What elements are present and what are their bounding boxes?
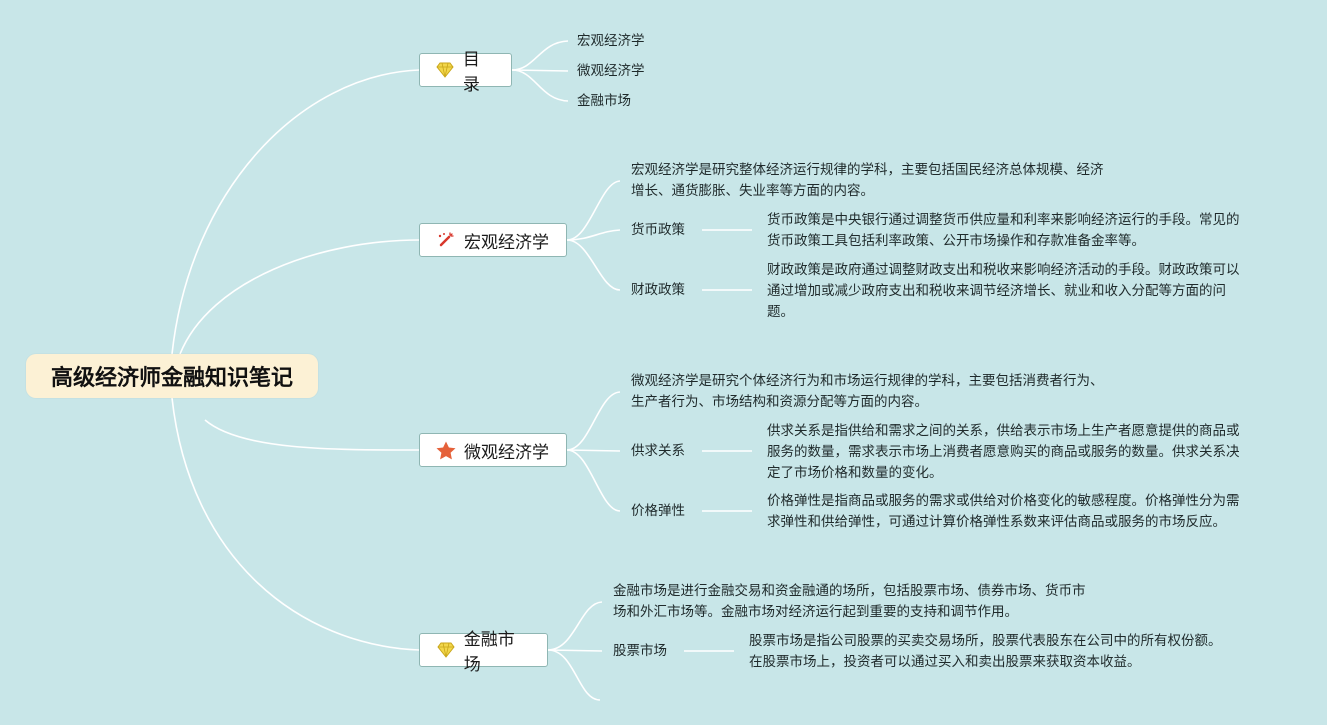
branch-micro[interactable]: 微观经济学 <box>419 433 567 467</box>
micro-intro-line-1: 微观经济学是研究个体经济行为和市场运行规律的学科，主要包括消费者行为、 <box>631 373 1104 389</box>
fiscal-desc-line-2: 通过增加或减少政府支出和税收来调节经济增长、就业和收入分配等方面的问 <box>767 283 1226 299</box>
toc-item-micro[interactable]: 微观经济学 <box>577 63 645 79</box>
gem-icon <box>436 60 455 80</box>
edge-toc-item <box>511 69 569 102</box>
stock-desc-line-1: 股票市场是指公司股票的买卖交易场所，股票代表股东在公司中的所有权份额。 <box>749 633 1222 649</box>
firecracker-icon <box>436 230 456 250</box>
toc-item-macro[interactable]: 宏观经济学 <box>577 33 645 49</box>
branch-toc[interactable]: 目录 <box>419 50 512 95</box>
supply-desc-line-1: 供求关系是指供给和需求之间的关系，供给表示市场上生产者愿意提供的商品或 <box>767 423 1240 439</box>
branch-label: 金融市场 <box>463 630 515 675</box>
branch-label: 微观经济学 <box>464 442 549 463</box>
sub-monetary-policy[interactable]: 货币政策 <box>631 222 685 238</box>
toc-item-finance[interactable]: 金融市场 <box>577 93 631 109</box>
edge-finance-sub <box>547 649 601 701</box>
edge-micro-sub <box>566 449 621 452</box>
monetary-desc-line-2: 货币政策工具包括利率政策、公开市场操作和存款准备金率等。 <box>767 233 1145 249</box>
branch-label: 宏观经济学 <box>464 232 549 253</box>
micro-intro-line-2: 生产者行为、市场结构和资源分配等方面的内容。 <box>631 394 928 410</box>
branch-label: 目录 <box>462 50 480 95</box>
edge-toc-item <box>511 69 569 72</box>
supply-desc-line-3: 定了市场价格和数量的变化。 <box>767 465 943 481</box>
monetary-desc-line-1: 货币政策是中央银行通过调整货币供应量和利率来影响经济运行的手段。常见的 <box>767 212 1240 228</box>
edge-root-finance <box>171 397 420 651</box>
sub-stock-market[interactable]: 股票市场 <box>613 643 667 659</box>
edge-root-macro <box>179 239 420 355</box>
edge-micro-intro <box>566 391 621 451</box>
edge-macro-sub <box>566 229 621 241</box>
sub-price-elasticity[interactable]: 价格弹性 <box>631 503 685 519</box>
root-title: 高级经济师金融知识笔记 <box>50 366 293 391</box>
star-icon <box>436 440 456 460</box>
root-node[interactable]: 高级经济师金融知识笔记 <box>26 354 318 398</box>
supply-desc-line-2: 服务的数量，需求表示市场上消费者愿意购买的商品或服务的数量。供求关系决 <box>767 444 1240 460</box>
edge-root-micro <box>204 419 420 451</box>
gem-icon <box>436 640 456 660</box>
edge-micro-sub <box>566 449 621 512</box>
edge-macro-intro <box>566 180 621 241</box>
edge-macro-sub <box>566 239 621 291</box>
edge-finance-intro <box>547 601 603 651</box>
sub-supply-demand[interactable]: 供求关系 <box>631 443 685 459</box>
edge-root-toc <box>171 69 420 355</box>
elasticity-desc-line-2: 求弹性和供给弹性，可通过计算价格弹性系数来评估商品或服务的市场反应。 <box>767 514 1226 530</box>
edge-finance-sub <box>547 649 603 652</box>
sub-fiscal-policy[interactable]: 财政政策 <box>631 282 685 298</box>
macro-intro-line-1: 宏观经济学是研究整体经济运行规律的学科，主要包括国民经济总体规模、经济 <box>631 162 1104 178</box>
branch-finance[interactable]: 金融市场 <box>419 630 548 675</box>
finance-intro-line-2: 场和外汇市场等。金融市场对经济运行起到重要的支持和调节作用。 <box>613 604 1018 620</box>
macro-intro-line-2: 增长、通货膨胀、失业率等方面的内容。 <box>631 183 874 199</box>
fiscal-desc-line-1: 财政政策是政府通过调整财政支出和税收来影响经济活动的手段。财政政策可以 <box>767 262 1240 278</box>
finance-intro-line-1: 金融市场是进行金融交易和资金融通的场所，包括股票市场、债券市场、货币市 <box>613 583 1086 599</box>
branch-macro[interactable]: 宏观经济学 <box>419 223 567 257</box>
fiscal-desc-line-3: 题。 <box>767 304 794 320</box>
elasticity-desc-line-1: 价格弹性是指商品或服务的需求或供给对价格变化的敏感程度。价格弹性分为需 <box>767 493 1240 509</box>
edge-toc-item <box>511 40 569 71</box>
stock-desc-line-2: 在股票市场上，投资者可以通过买入和卖出股票来获取资本收益。 <box>749 654 1141 670</box>
